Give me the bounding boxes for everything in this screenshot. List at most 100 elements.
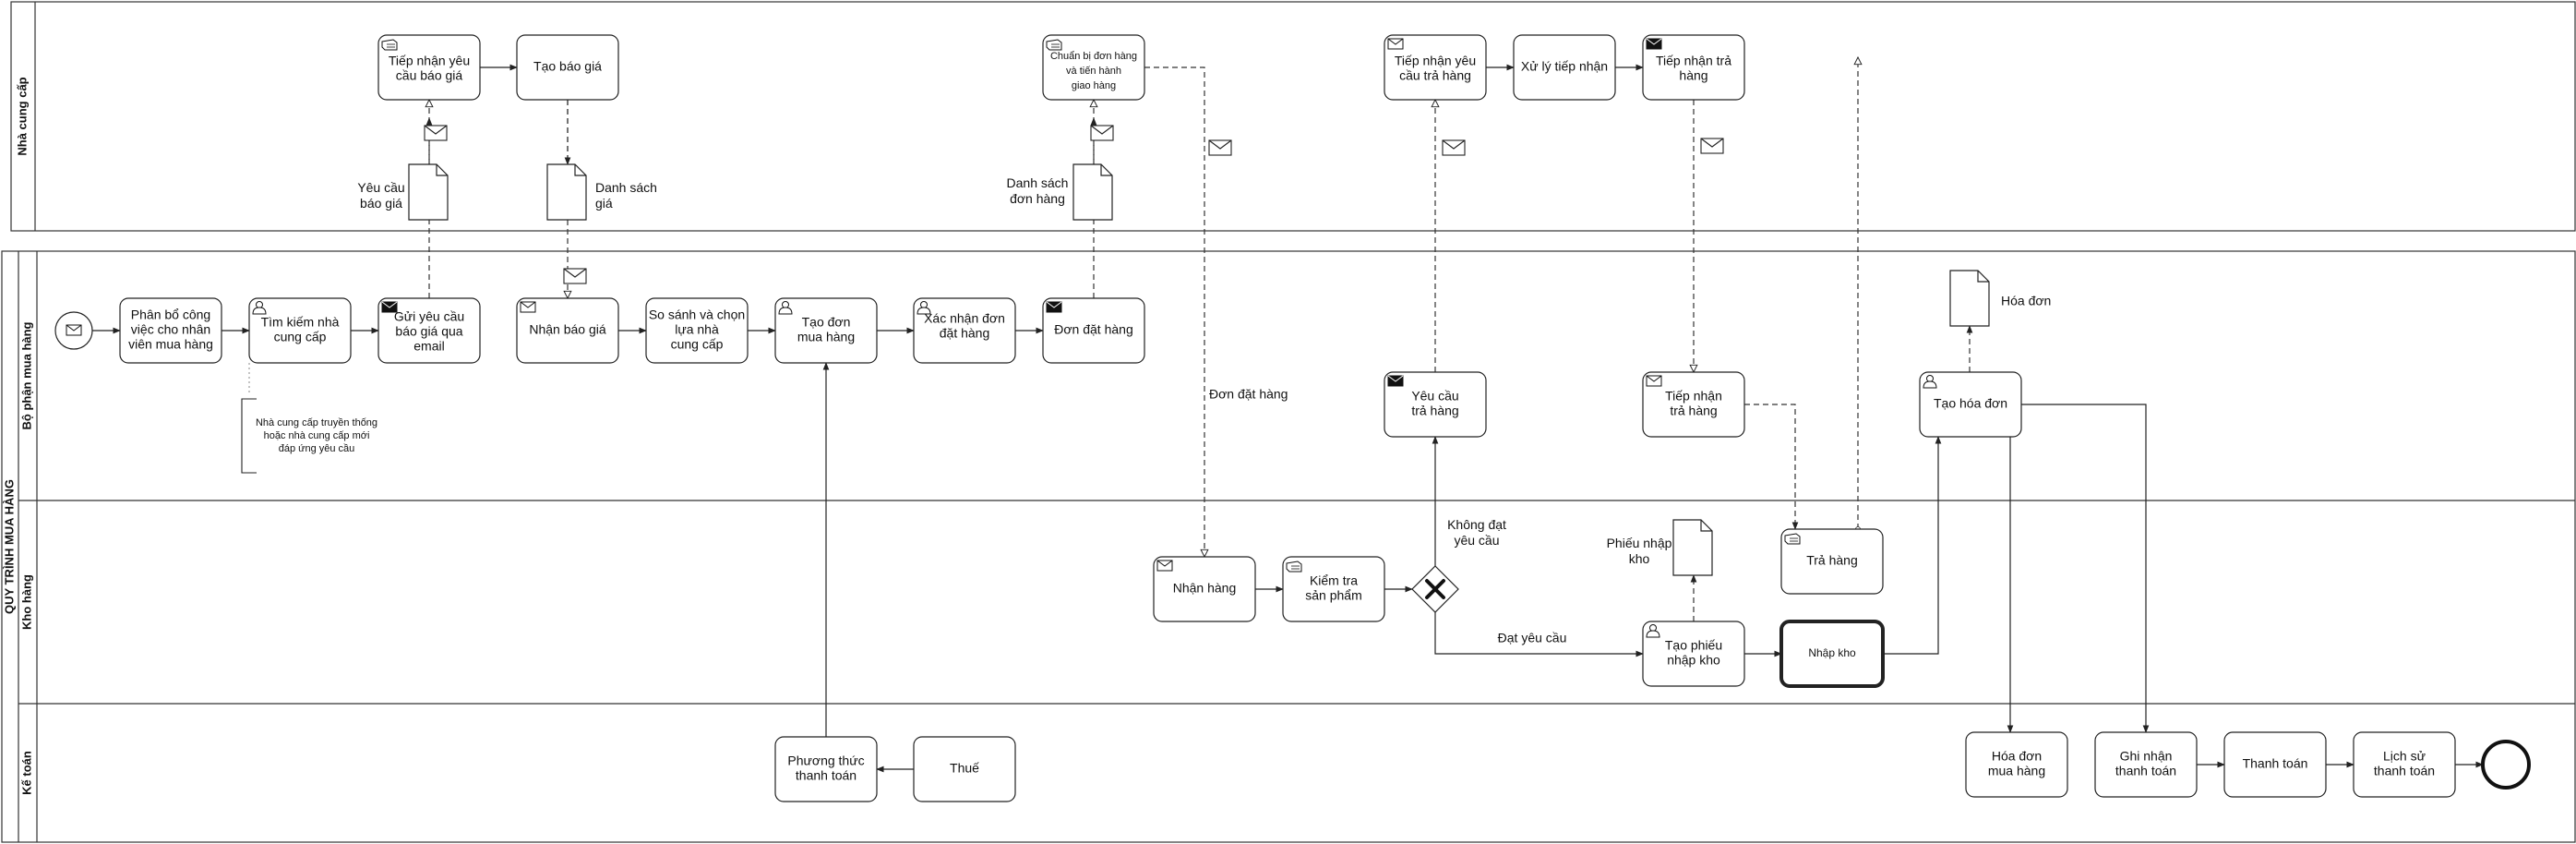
task-label-s-create-quote-line: Tạo báo giá [533,59,602,74]
task-label-w-receive-goods: Nhận hàng [1173,581,1237,596]
task-label-p-receive-quote: Nhận báo giá [529,322,606,337]
task-a-tax[interactable] [913,736,1016,802]
task-s-receive-return[interactable] [1642,34,1745,101]
task-label-p-compare-line: So sánh và chọn [649,307,745,322]
task-p-compare[interactable] [645,297,749,364]
document-label-order-list-line: Danh sách [1007,175,1069,190]
task-label-a-record-payment-line: Ghi nhận [2120,749,2173,764]
receive-message-icon [1646,375,1662,387]
task-a-record-payment[interactable] [2094,731,2198,798]
task-label-p-create-po-line: mua hàng [797,330,855,344]
task-s-prepare-order[interactable] [1042,34,1145,101]
task-p-create-invoice[interactable] [1919,371,2022,438]
task-p-order[interactable] [1042,297,1145,364]
task-p-receive-return[interactable] [1642,371,1745,438]
flow-label-ok: Đạt yêu cầu [1498,631,1567,645]
message-flow-delivery [1144,66,1204,557]
task-a-pay[interactable] [2223,731,2327,798]
send-message-icon [381,301,398,313]
task-label-s-receive-return-line: hàng [1679,68,1707,83]
lane-label-purchasing: Bộ phận mua hàng [19,321,33,429]
task-p-find-supplier[interactable] [248,297,352,364]
task-s-process-receipt[interactable] [1513,34,1616,101]
send-message-icon [1646,38,1662,50]
task-label-w-create-slip-line: Tạo phiếu [1665,638,1722,653]
data-association [1744,404,1799,530]
task-p-assign[interactable] [119,297,222,364]
task-label-p-confirm-po-line: Xác nhận đơn [924,311,1005,326]
task-s-create-quote[interactable] [516,34,619,101]
flow-label-order-line: Đơn đặt hàng [1209,387,1288,402]
task-label-a-purchase-invoice-line: mua hàng [1988,764,2045,778]
task-label-p-order-line: Đơn đặt hàng [1054,322,1132,337]
task-a-purchase-invoice[interactable] [1965,731,2068,798]
task-p-receive-quote[interactable] [516,297,619,364]
task-w-create-slip[interactable] [1642,621,1745,687]
task-s-receive-return-req[interactable] [1384,34,1487,101]
task-label-p-assign-line: viên mua hàng [128,337,213,352]
task-p-confirm-po[interactable] [913,297,1016,364]
task-label-p-return-request-line: Yêu cầu [1411,389,1458,404]
flow-label-not-ok-line: Không đạt [1447,517,1506,532]
task-p-send-request[interactable] [377,297,481,364]
task-label-p-send-request-line: báo giá qua [395,324,462,339]
task-p-return-request[interactable] [1384,371,1487,438]
message-envelope-icon [1208,139,1232,156]
task-label-p-compare-line: cung cấp [671,337,724,352]
task-p-create-po[interactable] [774,297,878,364]
task-label-w-return: Trả hàng [1806,553,1858,568]
task-label-s-prepare-order-line: giao hàng [1072,80,1116,91]
manual-task-icon [1784,533,1801,545]
message-envelope-icon [563,268,587,284]
lane-label-warehouse: Kho hàng [19,574,33,630]
supplier-pool [10,1,2576,232]
task-w-receive-goods[interactable] [1153,556,1256,622]
task-s-receive-request[interactable] [377,34,481,101]
task-a-history[interactable] [2353,731,2456,798]
document-label-quote-request-line: báo giá [360,196,402,211]
task-w-return[interactable] [1780,528,1884,595]
sequence-flow [1883,436,1942,655]
user-task-icon [252,301,267,315]
send-message-icon [1046,301,1062,313]
task-label-s-receive-request-line: Tiếp nhận yêu [389,54,470,68]
flow-label-order: Đơn đặt hàng [1209,387,1288,402]
task-label-w-check-line: Kiểm tra [1310,573,1358,588]
task-label-p-assign-line: Phân bổ công [131,307,210,322]
manual-task-icon [1286,561,1302,573]
task-label-w-check-line: sản phẩm [1305,588,1361,603]
task-label-p-order: Đơn đặt hàng [1054,322,1132,337]
task-w-check[interactable] [1282,556,1385,622]
task-label-a-history-line: thanh toán [2374,764,2435,778]
task-label-s-prepare-order-line: Chuẩn bị đơn hàng [1050,51,1137,62]
manual-task-icon [381,39,398,51]
manual-task-icon [1046,39,1062,51]
document-label-quote-list-line: Danh sách [595,180,657,195]
task-label-p-create-invoice-line: Tạo hóa đơn [1934,396,2007,411]
document-label-quote-list-line: giá [595,196,613,211]
task-w-stock-in[interactable] [1779,620,1885,688]
task-label-a-history-line: Lịch sử [2383,749,2426,764]
task-label-p-compare-line: lựa nhà [675,322,719,337]
task-label-p-return-request-line: trả hàng [1411,404,1458,418]
task-label-s-receive-request-line: cầu báo giá [396,68,463,83]
task-a-payment-method[interactable] [774,736,878,802]
task-label-s-receive-return-req-line: cầu trả hàng [1399,68,1471,83]
text-annotation-line: đáp ứng yêu cầu [279,443,355,454]
user-task-icon [778,301,793,315]
text-annotation-line: hoặc nhà cung cấp mới [264,430,370,441]
task-label-s-process-receipt: Xử lý tiếp nhận [1521,59,1608,74]
